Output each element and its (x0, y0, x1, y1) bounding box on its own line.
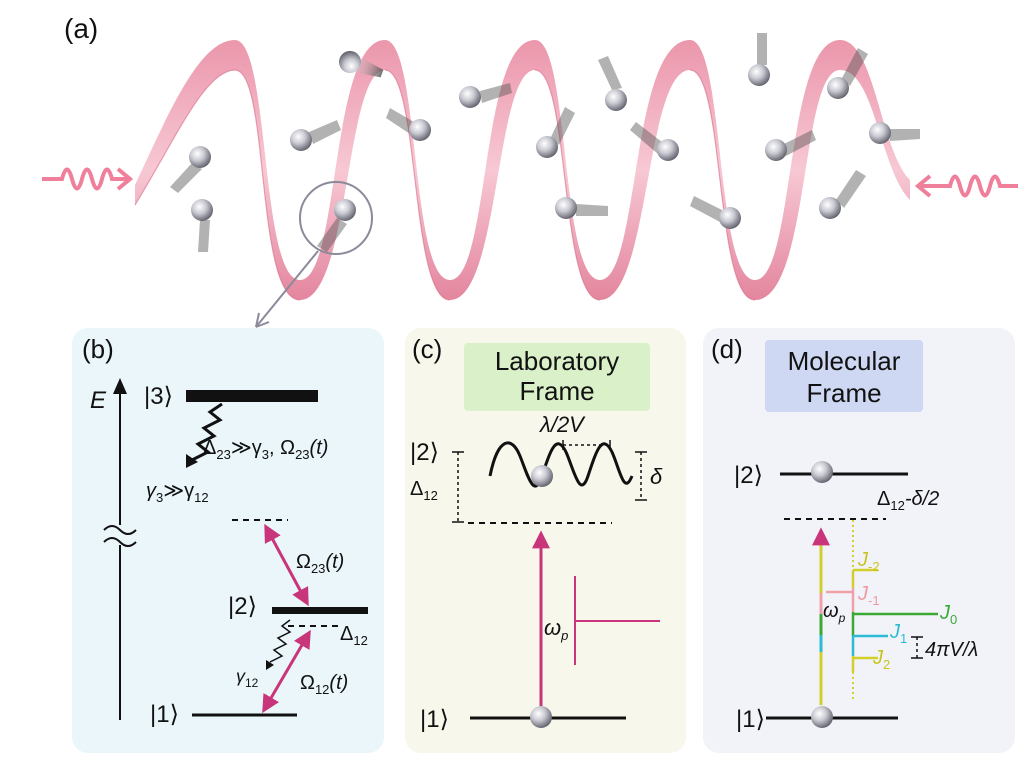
omega-p-label-d: ωp (823, 600, 846, 625)
panel-c-title-box (464, 343, 650, 411)
standing-wave-ribbon (134, 40, 910, 301)
j-minus1-label: J-1 (857, 583, 880, 608)
period-label: λ/2V (539, 412, 586, 437)
ket-2-d: |2⟩ (734, 462, 763, 489)
molecule-upper-d (811, 461, 833, 483)
delta12-label: Δ12 (340, 623, 368, 648)
panel-c: (c) Laboratory Frame |2⟩ Δ12 δ λ/2V (405, 328, 686, 753)
decay-arrow-head (186, 454, 198, 468)
molecule (630, 122, 679, 161)
molecule (386, 108, 431, 141)
molecule (290, 120, 341, 151)
zoom-indicator (255, 181, 373, 328)
rotational-comb: J-2 J-1 J0 J1 J2 (826, 520, 957, 700)
molecule (191, 199, 213, 252)
ket-1: |1⟩ (150, 701, 179, 728)
panel-d-label: (d) (711, 334, 743, 364)
j2-label: J2 (872, 647, 890, 672)
panel-a: (a) (42, 13, 1018, 328)
panel-d-title-box (765, 340, 923, 412)
molecule (555, 197, 608, 219)
molecules (170, 33, 920, 252)
molecule (819, 170, 866, 219)
ket-2: |2⟩ (228, 593, 257, 620)
panel-b: (b) E |3⟩ |2⟩ |1⟩ Δ23≫γ3, Ω23(t) γ3≫γ12 (72, 328, 384, 753)
level-3 (186, 390, 318, 402)
ket-1-c: |1⟩ (420, 706, 449, 733)
gamma-ratio-label: γ3≫γ12 (146, 480, 209, 505)
ket-1-d: |1⟩ (736, 706, 765, 733)
molecule-lower-d (811, 706, 833, 728)
molecule (598, 56, 627, 111)
j0-label: J0 (939, 602, 957, 627)
omega12-arrow (262, 629, 311, 714)
panel-d-background (703, 328, 1015, 753)
energy-axis-label: E (90, 387, 107, 414)
molecule (459, 83, 512, 108)
molecule (170, 146, 211, 193)
molecule (317, 199, 356, 252)
level-2-potential (488, 441, 634, 488)
omega12-label: Ω12(t) (300, 672, 348, 697)
delta12-label-c: Δ12 (410, 478, 438, 503)
molecule (765, 130, 816, 161)
delta-label: δ (650, 464, 663, 489)
panel-d: (d) Molecular Frame |2⟩ Δ12-δ/2 ωp (703, 328, 1015, 753)
energy-axis: E (90, 378, 137, 720)
molecule (536, 107, 575, 158)
panel-a-label: (a) (64, 13, 98, 44)
panel-b-label: (b) (82, 334, 114, 364)
panel-d-title-line1: Molecular (788, 346, 901, 376)
decay-arrow-2 (269, 619, 292, 663)
spacing-label: 4πV/λ (925, 639, 978, 661)
decay-arrow-2-head (266, 660, 274, 670)
molecule (827, 48, 868, 99)
gamma12-label: γ12 (236, 666, 259, 690)
molecule-upper-c (531, 465, 553, 487)
molecule-lower-c (530, 706, 552, 728)
panel-c-title-line2: Frame (519, 376, 594, 406)
j-minus2-label: J-2 (857, 549, 880, 574)
detuning-label-d: Δ12-δ/2 (877, 488, 939, 513)
decay-condition-label: Δ23≫γ3, Ω23(t) (203, 437, 328, 462)
level-2 (272, 607, 368, 614)
j1-label: J1 (889, 621, 907, 646)
ket-2-c: |2⟩ (410, 439, 439, 466)
ket-3: |3⟩ (144, 383, 173, 410)
omega-p-label-c: ωp (544, 615, 568, 643)
panel-c-label: (c) (412, 334, 442, 364)
omega23-label: Ω23(t) (296, 551, 344, 576)
molecule (339, 51, 384, 78)
panel-c-title-line1: Laboratory (495, 346, 619, 376)
molecule (748, 33, 770, 86)
incoming-light-left (42, 167, 134, 191)
omega23-arrow (264, 523, 309, 607)
decay-arrow-3 (191, 402, 223, 462)
molecule (869, 122, 920, 144)
incoming-light-right (914, 174, 1018, 198)
panel-d-title-line2: Frame (806, 378, 881, 408)
molecule (690, 196, 741, 229)
